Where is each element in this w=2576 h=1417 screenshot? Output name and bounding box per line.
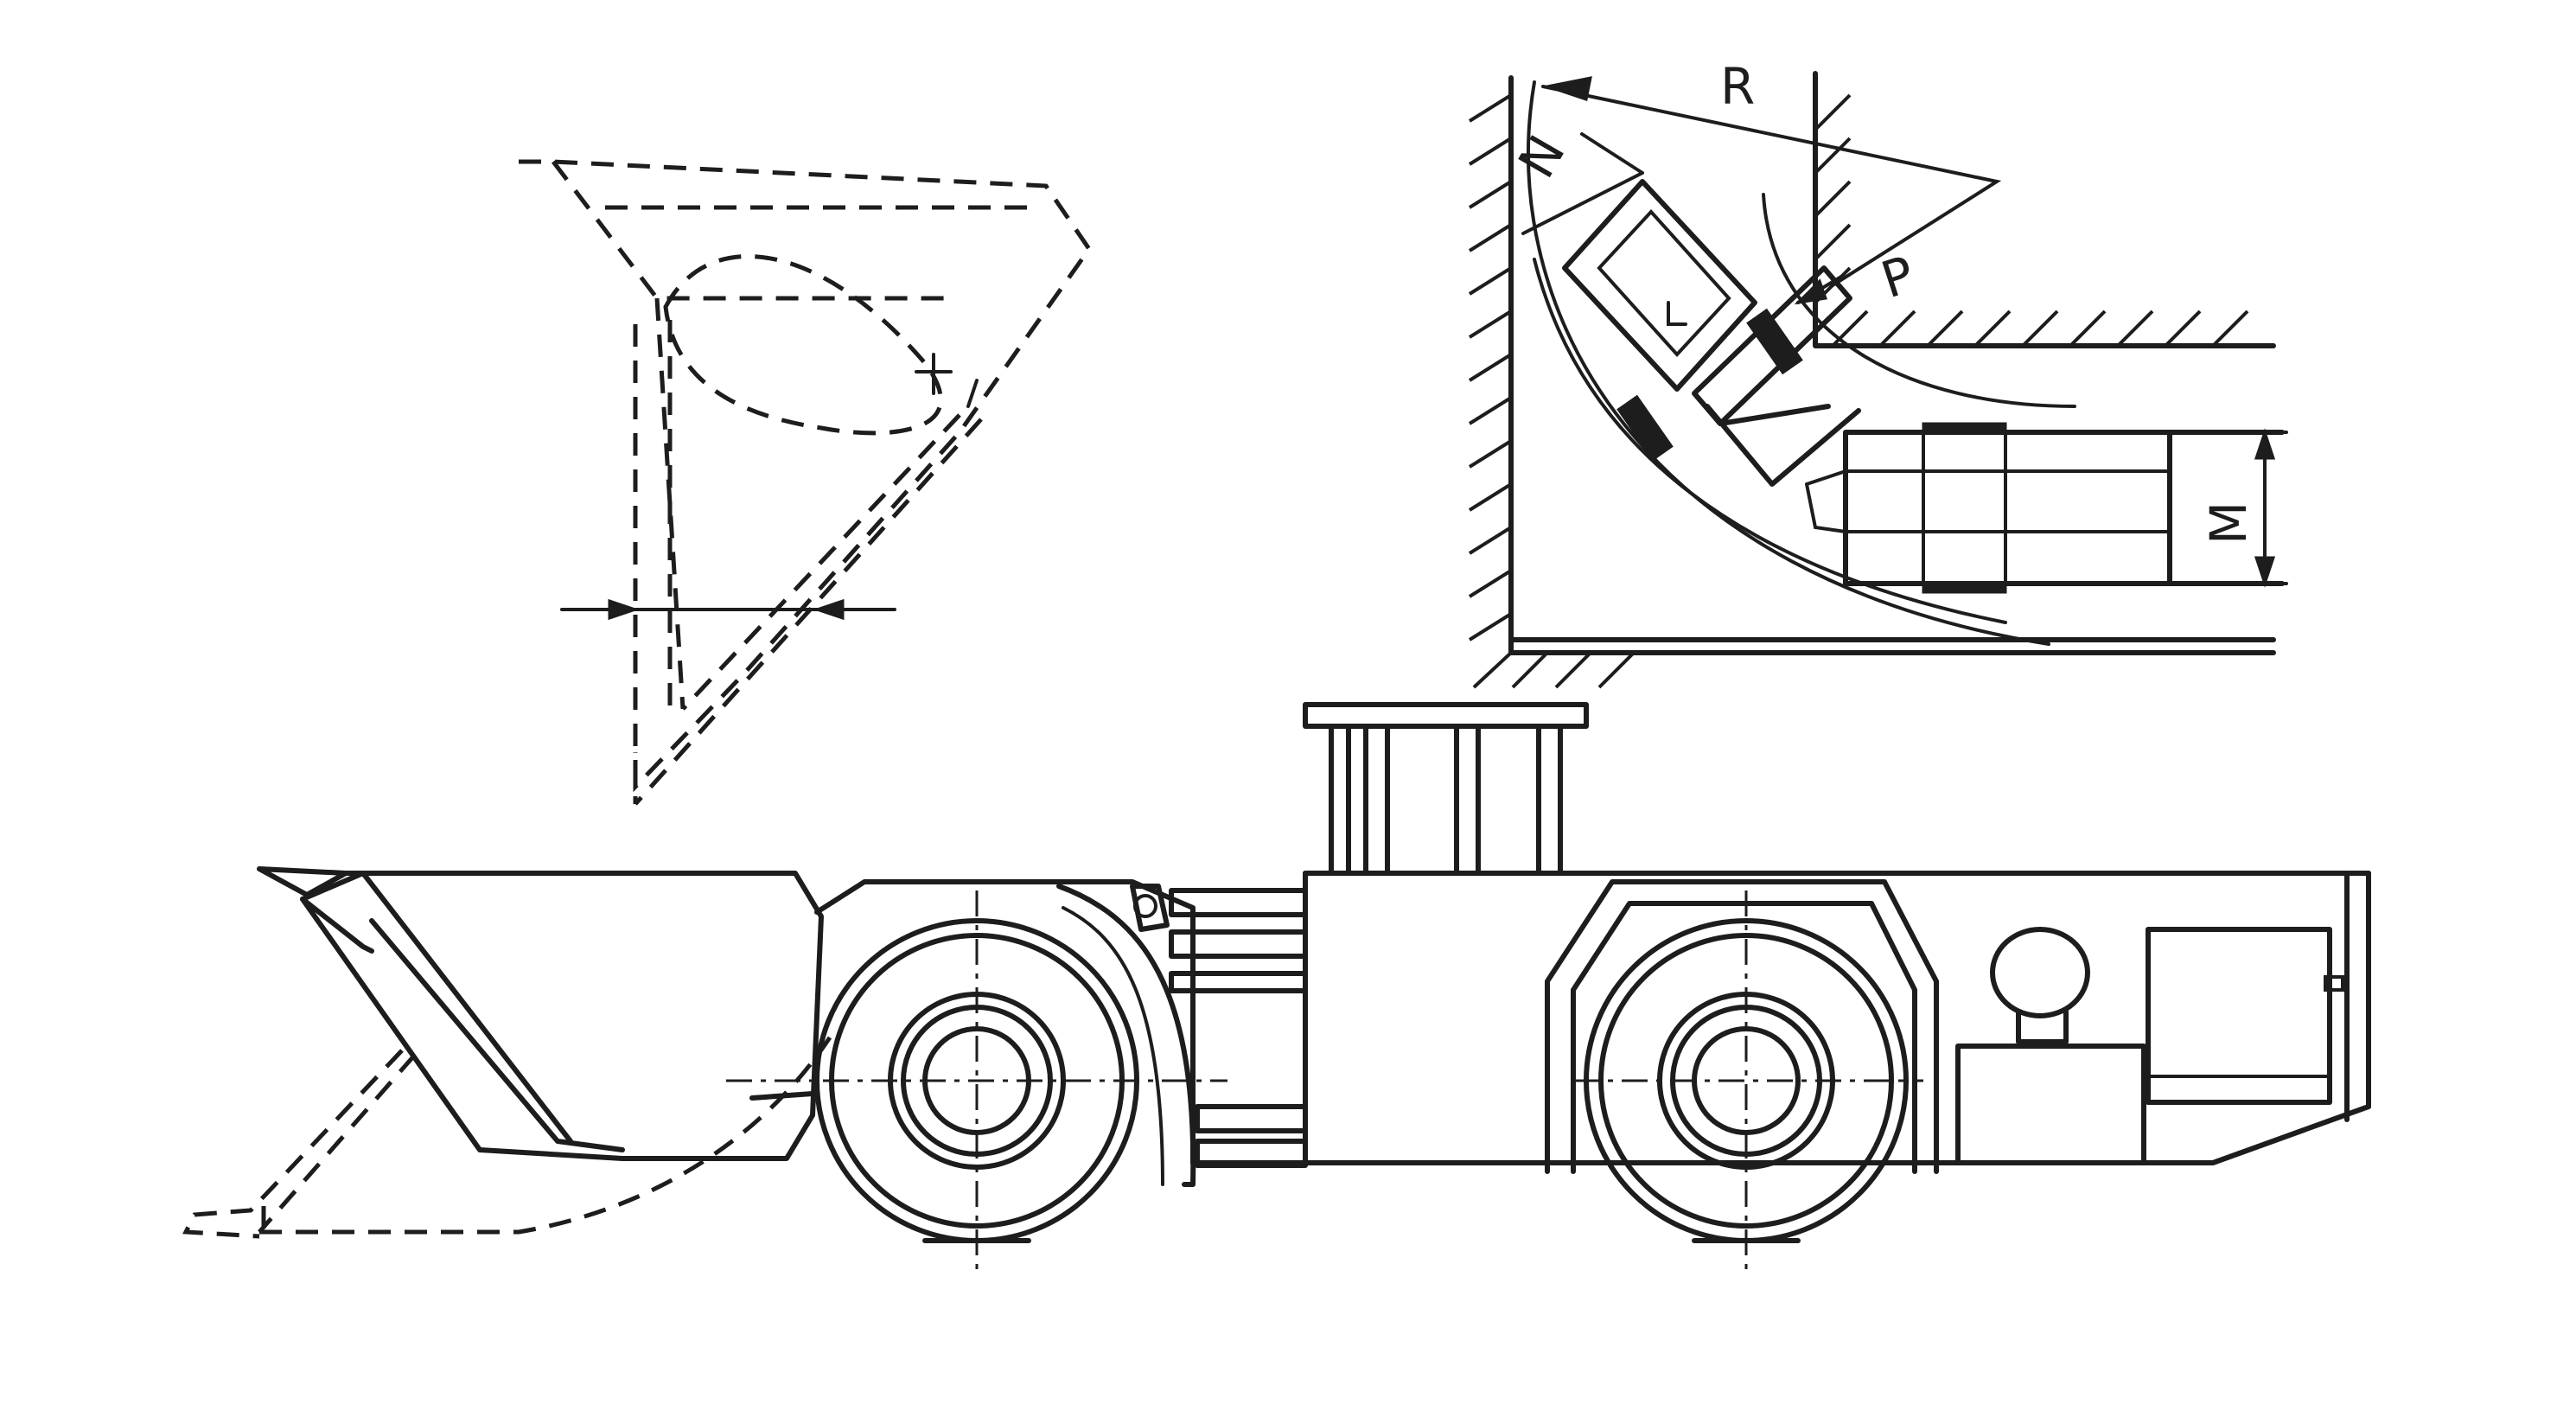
engine-compartment [1955,1044,2146,1165]
front-fender [1056,884,1196,1187]
loader-plan-rear-unit [1805,422,2285,594]
loader-plan-front-unit [1562,179,1861,487]
battery-box [2146,927,2332,1105]
rear-fender-inner [1571,901,1917,1174]
rear-fender-outer [1545,879,1939,1174]
loader-side-view [182,702,2371,1271]
cab-canopy [1303,702,1589,876]
front-fender-inner [1062,906,1164,1186]
rear-wheel [1573,890,1923,1271]
bucket-profile-diagonal2 [634,418,983,806]
label-r: R [1720,57,1755,116]
label-p: P [1874,245,1921,310]
bucket-profile-inner [552,160,951,301]
front-wheel [726,890,1227,1271]
bucket [257,866,824,1161]
label-n: N [1507,125,1577,188]
bucket-swing-ellipse [663,254,943,436]
bucket-pivot-cross [915,353,979,408]
hatching-left-wall [1468,93,1513,641]
bucket-lowered-dashed [182,1036,832,1239]
label-m: M [2199,501,2258,545]
drift-wall-corner [1813,71,2276,348]
bucket-dimension-arrow-left [608,598,640,621]
turning-arc-inner [1533,258,2007,624]
dimension-n-line [1521,132,1644,235]
rear-bumper [2344,871,2371,1122]
radius-r-line [1541,85,2002,287]
turning-arc-small [1762,193,2076,408]
turning-arc-outer [1527,80,2050,646]
bucket-profile-arm-right [654,297,685,710]
dimension-m-arrow-top [2254,428,2276,460]
hatching-corner-wall [1814,93,2249,348]
turning-plan-view: R N P [1468,57,2288,689]
dimension-m-arrow-bottom [2254,556,2276,588]
bucket-profile-view [519,159,1093,806]
loader-body-outline [1303,871,2371,1165]
dimension-p-arrow [1794,278,1828,305]
articulation-hinge [1130,884,1308,1168]
rear-box-latch [2324,975,2344,992]
bucket-profile-outer [519,159,1093,793]
radius-r-arrow [1542,76,1592,101]
bucket-profile-diagonal [681,413,961,711]
bucket-dimension-arrow-right [813,598,845,621]
hatching-bottom-wall [1472,651,1636,689]
air-tank [1990,927,2090,1018]
front-chassis [814,879,1308,1165]
air-tank-bracket [2016,1009,2069,1044]
drift-wall-left [1508,75,2276,655]
